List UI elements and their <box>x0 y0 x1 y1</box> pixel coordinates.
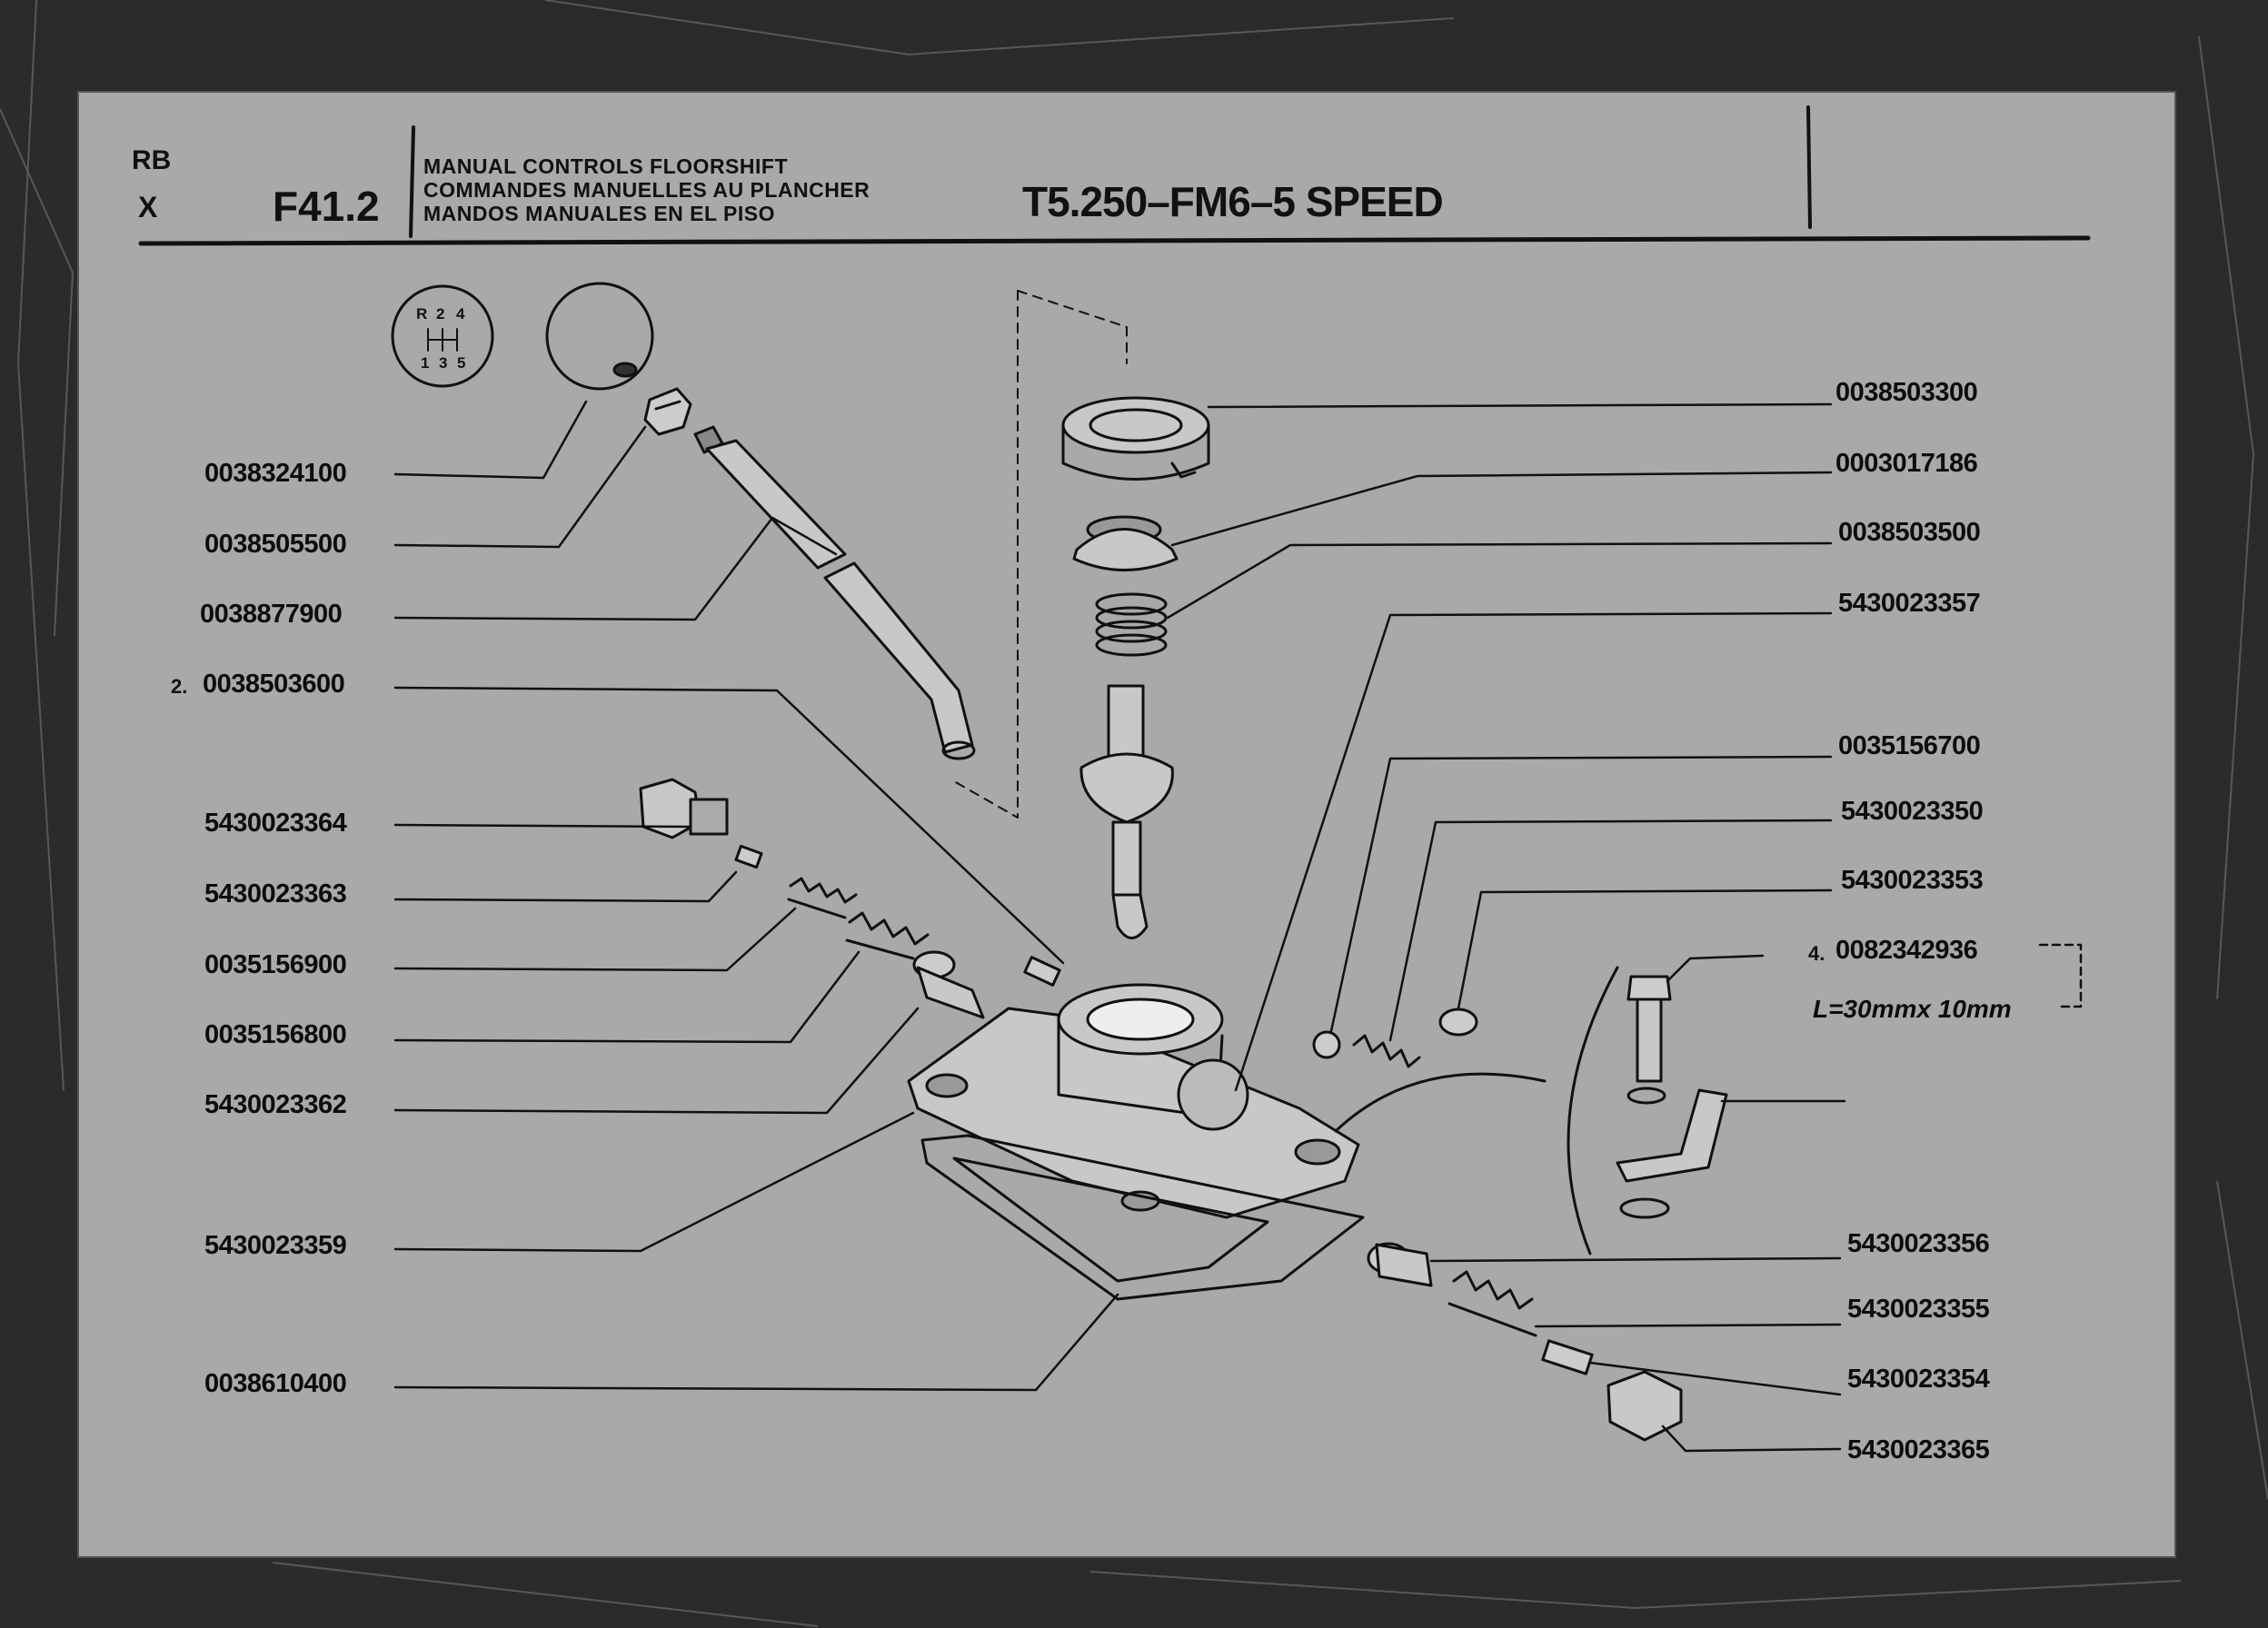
part-number-right: 5430023365 <box>1847 1435 1990 1464</box>
right-small-spring-icon <box>1352 1034 1421 1068</box>
part-index: 4. <box>1808 942 1825 965</box>
small-spring-icon <box>787 877 858 919</box>
part-number-right: 0082342936 <box>1835 936 1978 965</box>
part-number-right: 5430023350 <box>1841 797 1984 826</box>
cup-icon <box>1072 515 1179 571</box>
part-number-left: 0038324100 <box>204 459 347 488</box>
part-number-right: 5430023357 <box>1838 589 1981 618</box>
gasket-icon <box>920 1134 1365 1301</box>
header-code-bottom: X <box>138 191 158 223</box>
part-number-right: 5430023353 <box>1841 866 1984 895</box>
right-cap-icon <box>1367 1242 1433 1287</box>
part-number-right: 0003017186 <box>1835 449 1978 478</box>
shift-lever-rod-icon <box>693 425 976 760</box>
flat-washer-icon <box>1619 1197 1670 1219</box>
part-number-right: 0038503500 <box>1838 518 1981 547</box>
part-number-left: 0038610400 <box>204 1369 347 1398</box>
header-divider-2 <box>1806 105 1812 229</box>
part-number-left: 0038503600 <box>203 670 345 699</box>
ball-icon <box>1312 1030 1341 1059</box>
lever-shaft-icon <box>1079 684 1174 939</box>
part-number-left: 5430023363 <box>204 879 347 908</box>
shift-pattern-4: 4 <box>456 305 465 323</box>
part-number-right: 5430023354 <box>1847 1365 1990 1394</box>
part-number-left: 0035156800 <box>204 1020 347 1049</box>
part-number-left: 0038877900 <box>200 600 343 629</box>
shift-pattern-1: 1 <box>421 354 430 372</box>
right-plug-bolt-icon <box>1606 1370 1683 1442</box>
part-index: 2. <box>171 675 188 698</box>
small-pin-icon <box>1023 956 1061 987</box>
bolt-length-note: L=30mmx 10mm <box>1813 995 2012 1023</box>
figure-id: F41.2 <box>273 183 380 230</box>
part-number-left: 5430023362 <box>204 1090 347 1119</box>
part-number-right: 5430023356 <box>1847 1229 1990 1258</box>
right-large-spring-icon <box>1447 1270 1537 1337</box>
large-spring-icon <box>845 911 930 960</box>
part-number-left: 5430023359 <box>204 1231 347 1260</box>
description-en: MANUAL CONTROLS FLOORSHIFT <box>423 154 788 178</box>
header-divider-1 <box>409 125 415 238</box>
bracket-icon <box>1616 1088 1728 1183</box>
header-code-top: RB <box>132 145 172 175</box>
detent-plug-icon <box>1438 1008 1478 1037</box>
hex-nut-icon <box>643 387 692 436</box>
pin-icon <box>734 844 763 869</box>
shifter-housing-icon <box>907 983 1360 1219</box>
dashed-connector <box>953 290 1128 819</box>
part-number-left: 0038505500 <box>204 530 347 559</box>
part-number-right: 0035156700 <box>1838 731 1981 760</box>
leader-lines-left <box>393 400 1119 1392</box>
part-number-right: 5430023355 <box>1847 1295 1990 1324</box>
part-number-left: 5430023364 <box>204 809 347 838</box>
model-title: T5.250–FM6–5 SPEED <box>1022 178 1444 225</box>
spring-icon <box>1095 592 1168 657</box>
lock-washer-icon <box>1626 1087 1666 1105</box>
plunger-icon <box>912 950 985 1019</box>
description-fr: COMMANDES MANUELLES AU PLANCHER <box>423 178 870 202</box>
header-rule <box>138 235 2091 246</box>
hex-bolt-icon <box>1626 975 1672 1083</box>
plug-bolt-icon <box>639 778 729 839</box>
part-number-left: 0035156900 <box>204 950 347 979</box>
leader-lines-right <box>1166 402 1846 1453</box>
dust-boot-icon <box>1061 396 1210 481</box>
shift-pattern-knob-icon <box>391 284 494 388</box>
bolt-note-bracket <box>2038 943 2083 1008</box>
right-pin-icon <box>1541 1339 1594 1375</box>
description-es: MANDOS MANUALES EN EL PISO <box>423 202 775 225</box>
shift-pattern-5: 5 <box>457 354 466 372</box>
shift-pattern-r: R <box>416 305 428 323</box>
knob-ball-icon <box>545 282 654 391</box>
part-number-right: 0038503300 <box>1835 378 1978 407</box>
shift-pattern-2: 2 <box>436 305 445 323</box>
inset-arc <box>1334 966 1619 1256</box>
shift-pattern-3: 3 <box>439 354 448 372</box>
